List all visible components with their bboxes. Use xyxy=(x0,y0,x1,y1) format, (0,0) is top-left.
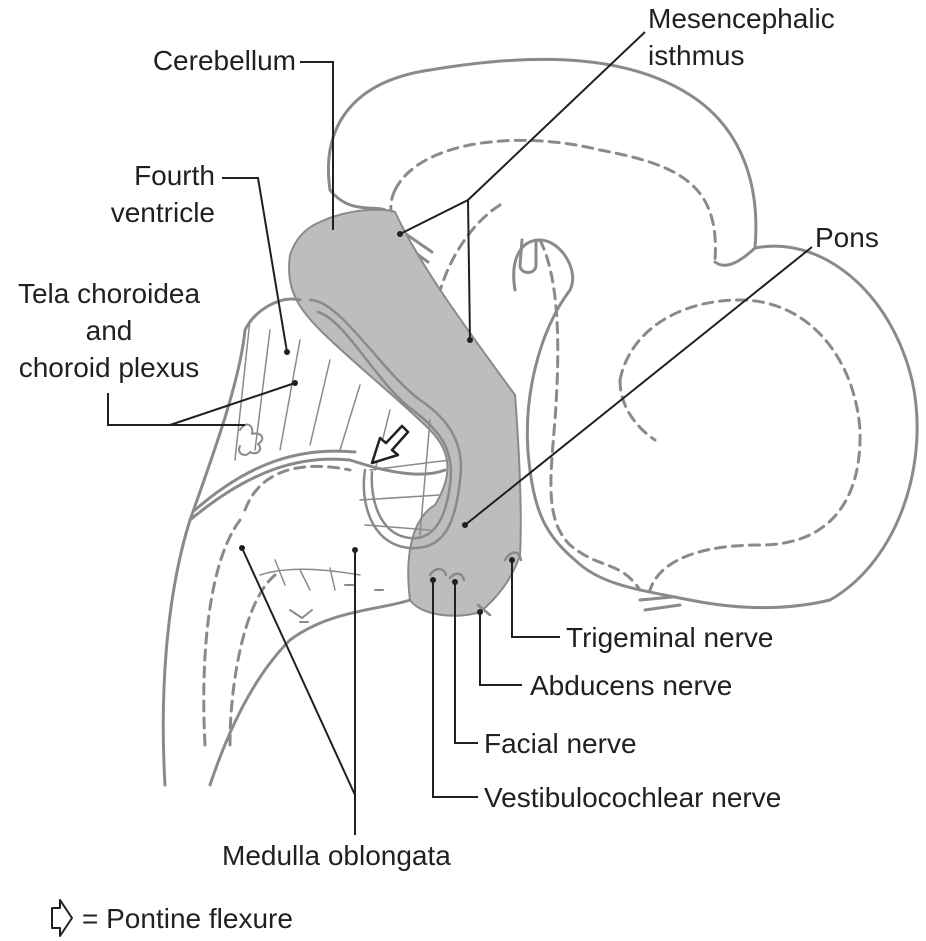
midbrain-outline xyxy=(327,57,919,610)
label-tela-choroidea-2: and xyxy=(85,315,133,346)
label-vestibulocochlear-nerve: Vestibulocochlear nerve xyxy=(484,782,782,813)
label-mesencephalic-isthmus-1: Mesencephalic xyxy=(648,3,835,34)
label-medulla-oblongata: Medulla oblongata xyxy=(222,840,451,871)
roof-plate xyxy=(188,449,447,522)
leader-lines xyxy=(107,31,813,835)
forebrain-dashed xyxy=(538,238,642,592)
label-tela-choroidea-1: Tela choroidea xyxy=(17,278,201,309)
optic-stub xyxy=(518,238,538,274)
legend-text: = Pontine flexure xyxy=(82,903,293,934)
hemisphere-inner-dashed xyxy=(618,298,862,592)
ventricle-loop xyxy=(308,298,463,550)
hindbrain-outline xyxy=(161,297,302,787)
label-cerebellum: Cerebellum xyxy=(152,45,296,76)
label-facial-nerve: Facial nerve xyxy=(484,728,637,759)
label-tela-choroidea-3: choroid plexus xyxy=(18,352,200,383)
outline-arrow-icon xyxy=(51,899,73,937)
label-trigeminal-nerve: Trigeminal nerve xyxy=(566,622,774,653)
label-mesencephalic-isthmus-2: isthmus xyxy=(648,40,745,71)
forebrain-stub xyxy=(638,595,682,612)
pontine-flexure-arrow xyxy=(370,424,410,465)
pons-cerebellum-shaded xyxy=(288,208,522,617)
label-abducens-nerve: Abducens nerve xyxy=(530,670,733,701)
label-pons: Pons xyxy=(815,222,879,253)
label-fourth-ventricle-2: ventricle xyxy=(110,197,215,228)
label-fourth-ventricle-1: Fourth xyxy=(134,160,215,191)
